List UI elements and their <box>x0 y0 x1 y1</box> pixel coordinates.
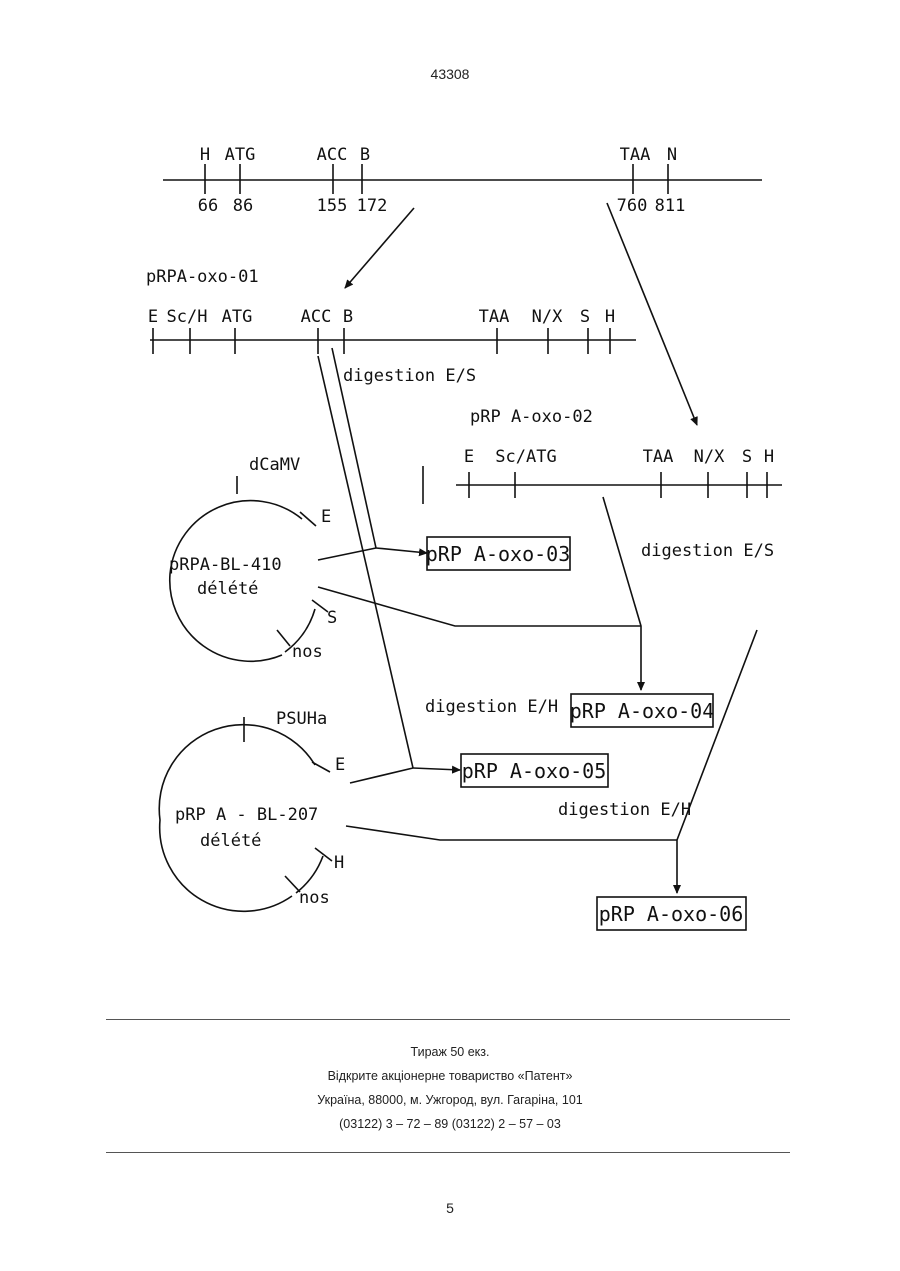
oxo-01-site-h: H <box>605 307 615 327</box>
top-site-taa: TAA <box>620 145 651 165</box>
oxo-02-site-scatg: Sc/ATG <box>495 447 556 467</box>
footer-top-rule <box>106 1019 790 1020</box>
footer-publisher: Відкрите акціонерне товариство «Патент» <box>0 1064 900 1088</box>
oxo-01-site-acc: ACC <box>301 307 332 327</box>
arrow-to-oxo-01 <box>345 208 414 288</box>
plasmid-410-site-e: E <box>321 507 331 527</box>
footer-bottom-rule <box>106 1152 790 1153</box>
plasmid-207-deleted: délété <box>200 831 261 851</box>
lead-oxo-01-to-05 <box>318 356 413 768</box>
plasmid-207-site-h: H <box>334 853 344 873</box>
top-pos-66: 66 <box>198 196 218 216</box>
top-pos-760: 760 <box>617 196 648 216</box>
footer-circulation: Тираж 50 екз. <box>0 1040 900 1064</box>
footer-phones: (03122) 3 – 72 – 89 (03122) 2 – 57 – 03 <box>0 1112 900 1136</box>
publisher-footer: Тираж 50 екз. Відкрите акціонерне товари… <box>0 1040 900 1136</box>
product-oxo-03: pRP A-oxo-03 <box>426 542 571 566</box>
plasmid-207-insert-label: PSUHa <box>276 709 327 729</box>
top-site-atg: ATG <box>225 145 256 165</box>
plasmid-410-nos: nos <box>292 642 323 662</box>
top-site-acc: ACC <box>317 145 348 165</box>
oxo-02-site-h: H <box>764 447 774 467</box>
top-site-b: B <box>360 145 370 165</box>
plasmid-construction-diagram: H ATG ACC B TAA N 66 86 155 172 760 811 … <box>0 0 900 1000</box>
plasmid-207-nos: nos <box>299 888 330 908</box>
arrow-to-oxo-02 <box>607 203 697 425</box>
oxo-01-site-s: S <box>580 307 590 327</box>
oxo-02-digestion-label: digestion E/S <box>641 541 774 561</box>
plasmid-207-site-e: E <box>335 755 345 775</box>
lead-410-to-04 <box>318 587 641 626</box>
top-pos-172: 172 <box>357 196 388 216</box>
oxo-01-site-e: E <box>148 307 158 327</box>
oxo-02-site-s: S <box>742 447 752 467</box>
oxo-01-label: pRPA-oxo-01 <box>146 267 259 287</box>
lead-oxo-02-to-04 <box>603 497 641 690</box>
oxo-02-site-e: E <box>464 447 474 467</box>
oxo-01-digestion-label: digestion E/S <box>343 366 476 386</box>
top-pos-86: 86 <box>233 196 253 216</box>
plasmid-410-name: pRPA-BL-410 <box>169 555 282 575</box>
product-oxo-06: pRP A-oxo-06 <box>599 902 744 926</box>
top-pos-811: 811 <box>655 196 686 216</box>
product-oxo-04: pRP A-oxo-04 <box>570 699 715 723</box>
lead-410-to-03 <box>318 548 376 560</box>
oxo-02-site-nx: N/X <box>694 447 725 467</box>
product-oxo-05: pRP A-oxo-05 <box>462 759 607 783</box>
footer-address: Україна, 88000, м. Ужгород, вул. Гагарін… <box>0 1088 900 1112</box>
digestion-eh-middle-label: digestion E/H <box>425 697 558 717</box>
plasmid-410-site-s: S <box>327 608 337 628</box>
digestion-eh-right-label: digestion E/H <box>558 800 691 820</box>
lead-207-to-06 <box>346 826 677 840</box>
lead-oxo-02-to-06 <box>677 630 757 893</box>
oxo-01-site-atg: ATG <box>222 307 253 327</box>
oxo-02-label: pRP A-oxo-02 <box>470 407 593 427</box>
plasmid-410-insert-label: dCaMV <box>249 455 300 475</box>
oxo-01-site-sch: Sc/H <box>167 307 208 327</box>
oxo-01-site-b: B <box>343 307 353 327</box>
oxo-01-site-nx: N/X <box>532 307 563 327</box>
oxo-01-site-taa: TAA <box>479 307 510 327</box>
lead-207-to-05 <box>350 768 413 783</box>
oxo-02-site-taa: TAA <box>643 447 674 467</box>
top-site-n: N <box>667 145 677 165</box>
top-site-h: H <box>200 145 210 165</box>
page-number: 5 <box>0 1200 900 1216</box>
plasmid-207-name: pRP A - BL-207 <box>175 805 318 825</box>
arrow-to-oxo-03 <box>376 548 427 553</box>
arrow-to-oxo-05 <box>413 768 460 770</box>
plasmid-410-deleted: délété <box>197 579 258 599</box>
top-pos-155: 155 <box>317 196 348 216</box>
